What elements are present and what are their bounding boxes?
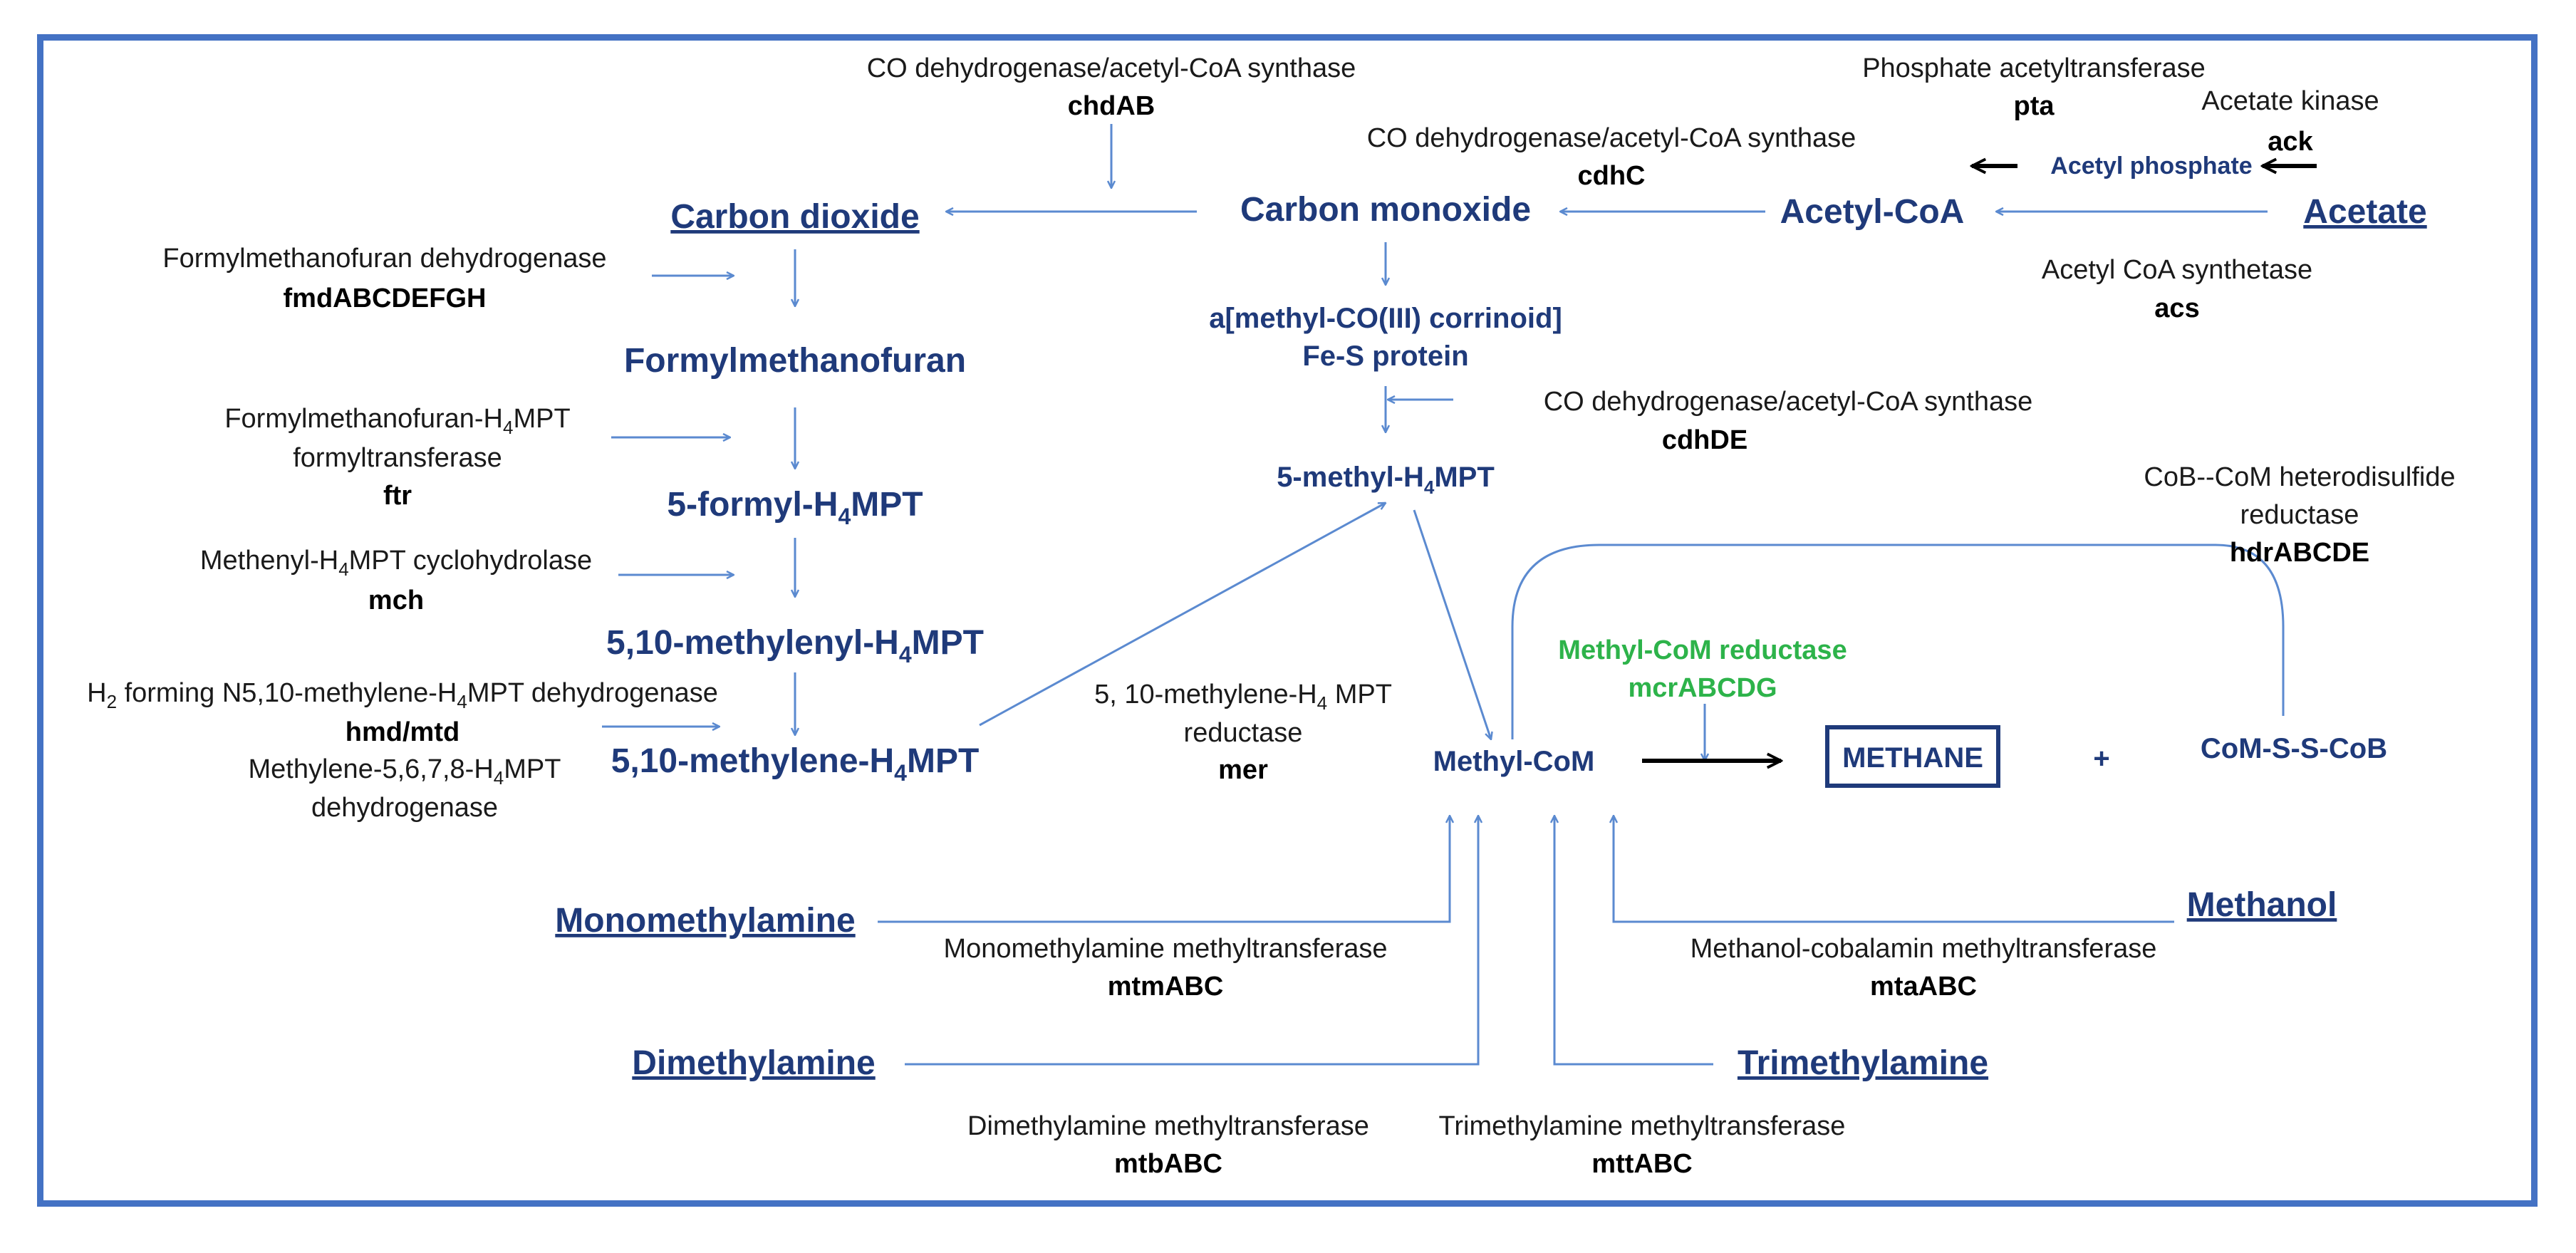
plus-sign: + xyxy=(2093,743,2109,774)
hmd-gene-label: hmd/mtd xyxy=(346,717,459,747)
trimethylamine-label[interactable]: Trimethylamine xyxy=(1738,1044,1988,1082)
mtt-enzyme-label: Trimethylamine methyltransferase xyxy=(1439,1111,1846,1141)
formylmethanofuran-label: Formylmethanofuran xyxy=(624,342,966,380)
acetyl-phosphate-label: Acetyl phosphate xyxy=(2050,152,2252,180)
hdr-gene-label: hdrABCDE xyxy=(2230,538,2369,568)
pta-gene-label: pta xyxy=(2014,91,2055,121)
diagram-frame xyxy=(37,34,2538,1207)
mtt-gene-label: mttABC xyxy=(1591,1149,1692,1179)
mtb-gene-label: mtbABC xyxy=(1114,1149,1222,1179)
dimethylamine-label[interactable]: Dimethylamine xyxy=(632,1044,875,1082)
mtd-enzyme-label-line1: Methylene-5,6,7,8-H4MPT xyxy=(249,754,561,789)
carbon-monoxide-label: Carbon monoxide xyxy=(1240,191,1531,229)
mch-gene-label: mch xyxy=(368,586,424,615)
mtb-enzyme-label: Dimethylamine methyltransferase xyxy=(967,1111,1369,1141)
ftr-enzyme-label-line1: Formylmethanofuran-H4MPT xyxy=(224,404,570,438)
hdr-enzyme-label-line1: CoB--CoM heterodisulfide xyxy=(2144,462,2455,492)
mer-enzyme-label-line2: reductase xyxy=(1184,718,1303,748)
methyl-h4mpt-label: 5-methyl-H4MPT xyxy=(1277,462,1495,498)
methyl-com-label: Methyl-CoM xyxy=(1433,746,1595,777)
fmd-gene-label: fmdABCDEFGH xyxy=(284,284,487,313)
acs-gene-label: acs xyxy=(2154,293,2199,323)
methane-box xyxy=(1825,725,2000,788)
pathway-arrows xyxy=(602,124,2317,1066)
hmd-enzyme-label: H2 forming N5,10-methylene-H4MPT dehydro… xyxy=(87,678,718,712)
pta-enzyme-label: Phosphate acetyltransferase xyxy=(1862,53,2206,83)
arrow-methanol-to-methyl-com xyxy=(1614,816,2174,923)
mer-gene-label: mer xyxy=(1218,755,1268,785)
carbon-dioxide-label[interactable]: Carbon dioxide xyxy=(670,198,919,236)
methanol-label[interactable]: Methanol xyxy=(2187,886,2337,924)
ftr-enzyme-label-line2: formyltransferase xyxy=(293,443,502,473)
methane-label: METHANE xyxy=(1842,742,1983,774)
mtm-enzyme-label: Monomethylamine methyltransferase xyxy=(943,934,1387,964)
methylene-h4mpt-label: 5,10-methylene-H4MPT xyxy=(611,742,980,786)
mcr-enzyme-label: Methyl-CoM reductase xyxy=(1558,635,1847,665)
methenyl-h4mpt-label: 5,10-methylenyl-H4MPT xyxy=(606,624,984,667)
mtm-gene-label: mtmABC xyxy=(1108,972,1224,1002)
arrow-methyl-h4mpt-to-methyl-com xyxy=(1413,509,1491,739)
arrow-trimethylamine-to-methyl-com xyxy=(1554,816,1713,1066)
acetate-label[interactable]: Acetate xyxy=(2303,193,2426,231)
monomethylamine-label[interactable]: Monomethylamine xyxy=(555,902,855,940)
ftr-gene-label: ftr xyxy=(383,481,412,511)
cdhc-gene-label: cdhC xyxy=(1578,161,1646,191)
heterodisulfide-label: CoM-S-S-CoB xyxy=(2201,733,2387,764)
fmd-enzyme-label: Formylmethanofuran dehydrogenase xyxy=(162,244,606,274)
acetyl-coa-label: Acetyl-CoA xyxy=(1780,193,1965,231)
corrinoid-label-line2: Fe-S protein xyxy=(1302,340,1468,372)
acs-enzyme-label: Acetyl CoA synthetase xyxy=(2042,255,2312,285)
mch-enzyme-label: Methenyl-H4MPT cyclohydrolase xyxy=(200,546,592,580)
cdhde-enzyme-label: CO dehydrogenase/acetyl-CoA synthase xyxy=(1544,387,2033,417)
mta-gene-label: mtaABC xyxy=(1870,972,1977,1002)
arrow-methylene-to-methyl-h4mpt xyxy=(979,503,1386,727)
mcr-gene-label: mcrABCDG xyxy=(1628,673,1777,703)
arrow-dimethylamine-to-methyl-com xyxy=(905,816,1478,1066)
hdr-loop-line xyxy=(1511,544,2285,739)
cdhc-enzyme-label: CO dehydrogenase/acetyl-CoA synthase xyxy=(1367,123,1856,153)
hdr-enzyme-label-line2: reductase xyxy=(2240,500,2359,530)
cdhde-gene-label: cdhDE xyxy=(1662,425,1747,455)
chdab-gene-label: chdAB xyxy=(1068,91,1155,121)
mer-enzyme-label-line1: 5, 10-methylene-H4 MPT xyxy=(1094,680,1392,714)
formyl-h4mpt-label: 5-formyl-H4MPT xyxy=(667,486,923,529)
ack-enzyme-label: Acetate kinase xyxy=(2201,86,2379,116)
corrinoid-label-line1: a[methyl-CO(III) corrinoid] xyxy=(1209,303,1562,334)
mta-enzyme-label: Methanol-cobalamin methyltransferase xyxy=(1690,934,2157,964)
arrow-monomethylamine-to-methyl-com xyxy=(878,816,1450,923)
mtd-enzyme-label-line2: dehydrogenase xyxy=(311,793,498,823)
ack-gene-label: ack xyxy=(2268,127,2313,157)
chdab-enzyme-label: CO dehydrogenase/acetyl-CoA synthase xyxy=(867,53,1356,83)
